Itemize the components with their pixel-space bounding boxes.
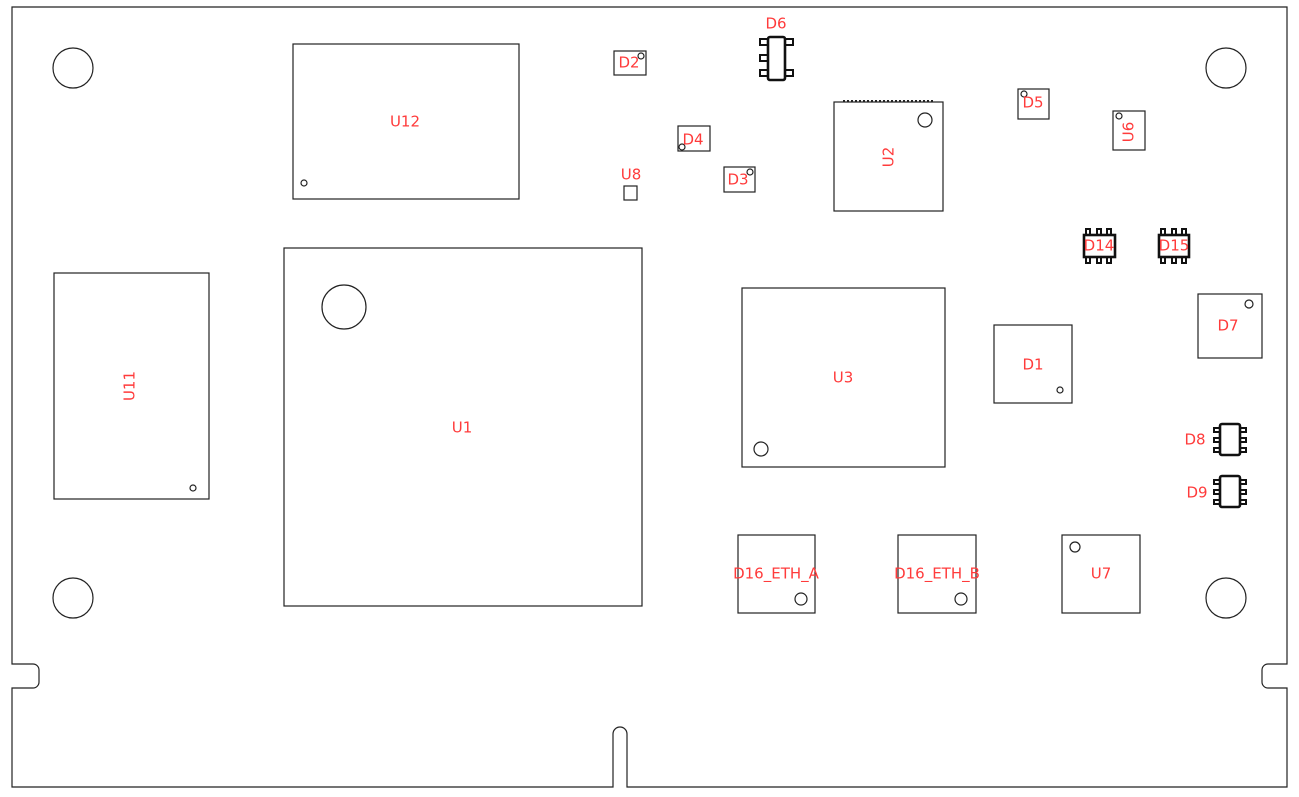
component-d4[interactable]: D4 [677,125,711,152]
mounting-hole-top-right [1205,47,1247,89]
component-u11[interactable]: U11 [53,272,210,500]
component-label: D7 [1217,317,1238,335]
component-label: D1 [1022,356,1043,374]
component-u2[interactable]: U2 [833,100,944,212]
component-label: D15 [1159,237,1190,255]
component-label: D9 [1186,484,1207,502]
component-label: D4 [682,131,703,149]
component-label: U11 [121,371,139,401]
component-u8[interactable]: U8 [621,166,642,201]
component-d2[interactable]: D2 [613,50,647,76]
component-d16-eth-a[interactable]: D16_ETH_A [733,534,820,614]
component-u1[interactable]: U1 [283,247,643,607]
component-d9[interactable]: D9 [1186,474,1247,509]
component-u3[interactable]: U3 [741,287,946,468]
component-d7[interactable]: D7 [1197,293,1263,359]
component-d8[interactable]: D8 [1184,422,1247,457]
component-label: D14 [1084,237,1115,255]
component-u12[interactable]: U12 [292,43,520,200]
component-label: U2 [880,147,898,168]
component-d16-eth-b[interactable]: D16_ETH_B [894,534,980,614]
component-label: U8 [621,166,642,184]
board-outline [11,6,1288,788]
component-label: U7 [1091,565,1112,583]
component-label: D2 [618,54,639,72]
mounting-hole-top-left [52,47,94,89]
mounting-hole-bottom-left [52,577,94,619]
component-d6[interactable]: D6 [759,15,794,82]
component-d3[interactable]: D3 [723,166,756,193]
component-d5[interactable]: D5 [1017,88,1050,120]
component-label: U12 [390,113,420,131]
component-u7[interactable]: U7 [1061,534,1141,614]
component-label: U6 [1120,122,1138,143]
mounting-hole-bottom-right [1205,577,1247,619]
component-label: U1 [452,419,473,437]
component-u6[interactable]: U6 [1112,110,1146,151]
component-d1[interactable]: D1 [993,324,1073,404]
component-d14[interactable]: D14 [1082,228,1117,264]
component-label: D16_ETH_B [894,565,980,584]
component-label: D5 [1022,94,1043,112]
component-label: D16_ETH_A [733,565,820,584]
component-label: D8 [1184,431,1205,449]
component-label: D6 [765,15,786,33]
component-label: D3 [727,171,748,189]
component-d15[interactable]: D15 [1157,228,1191,264]
component-label: U3 [833,369,854,387]
